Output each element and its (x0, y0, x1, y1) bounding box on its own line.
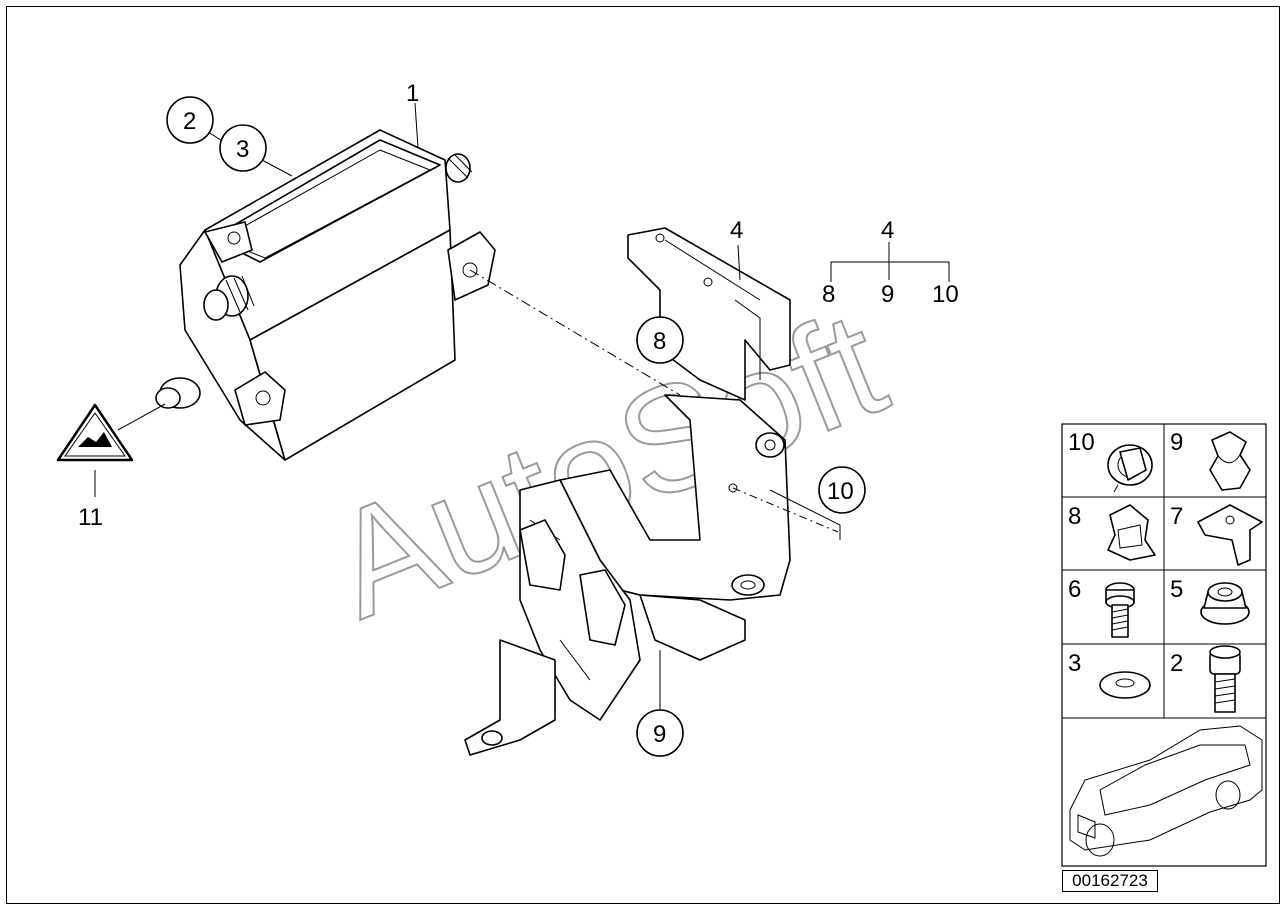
legend-label-7: 7 (1170, 503, 1183, 530)
diagram-frame (6, 6, 1280, 904)
callout-8-set: 8 (822, 281, 835, 308)
legend-label-2: 2 (1170, 650, 1183, 677)
callout-4-bracket: 4 (730, 217, 743, 244)
callout-1: 1 (406, 80, 419, 107)
clip-10-icon (1107, 444, 1153, 493)
clip-8-icon (1107, 504, 1156, 561)
callout-9: 9 (653, 721, 666, 748)
parts-legend-grid (1061, 423, 1267, 867)
callout-11: 11 (78, 504, 103, 531)
control-module-part (155, 129, 496, 461)
callout-4-set: 4 (881, 217, 894, 244)
callout-2: 2 (183, 108, 196, 135)
callout-9-set: 9 (881, 281, 894, 308)
document-number: 00162723 (1062, 870, 1158, 892)
callout-circles (166, 96, 866, 757)
legend-label-3: 3 (1068, 650, 1081, 677)
callout-10: 10 (827, 478, 854, 505)
washer-3-icon (1099, 671, 1151, 699)
vehicle-sketch (1069, 725, 1263, 857)
callout-10-set: 10 (932, 281, 959, 308)
screw-2-icon (1209, 645, 1241, 713)
clip-9-icon (1209, 431, 1251, 491)
bolt-6-icon (1105, 582, 1135, 638)
legend-label-10: 10 (1068, 429, 1095, 456)
legend-label-8: 8 (1068, 503, 1081, 530)
nut-5-icon (1200, 582, 1250, 625)
callout-3: 3 (236, 136, 249, 163)
bracket-part (464, 227, 791, 756)
legend-label-9: 9 (1170, 429, 1183, 456)
legend-label-5: 5 (1170, 576, 1183, 603)
warning-triangle-icon (56, 403, 134, 462)
leader-lines (94, 102, 950, 710)
clip-7-icon (1197, 504, 1263, 566)
callout-8: 8 (653, 328, 666, 355)
legend-label-6: 6 (1068, 576, 1081, 603)
